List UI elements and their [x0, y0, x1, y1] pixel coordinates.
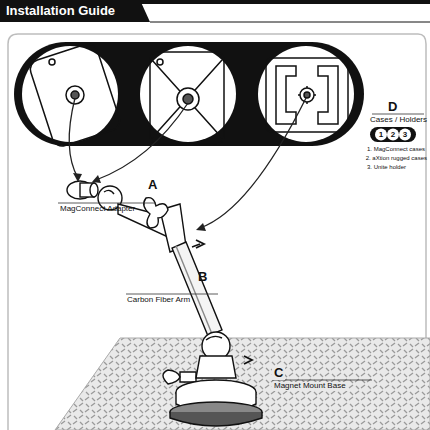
list-item: 2. aXtion rugged cases [366, 155, 427, 162]
callout-number: 1 [379, 131, 383, 140]
list-item: 1. MagConnect cases [367, 146, 425, 153]
part-name: Carbon Fiber Arm [127, 296, 190, 305]
callout-number: 2 [391, 131, 395, 140]
part-letter: C [272, 366, 285, 380]
part-name: MagConnect Adapter [60, 205, 135, 214]
part-letter: A [148, 178, 157, 192]
page-title: Installation Guide [6, 4, 115, 18]
callout-number: 3 [403, 131, 407, 140]
list-item: 3. Unite holder [367, 164, 406, 171]
part-name: Cases / Holders [370, 116, 427, 125]
part-letter: D [388, 100, 397, 114]
part-name: Magnet Mount Base [272, 382, 348, 391]
part-letter: B [198, 270, 207, 284]
